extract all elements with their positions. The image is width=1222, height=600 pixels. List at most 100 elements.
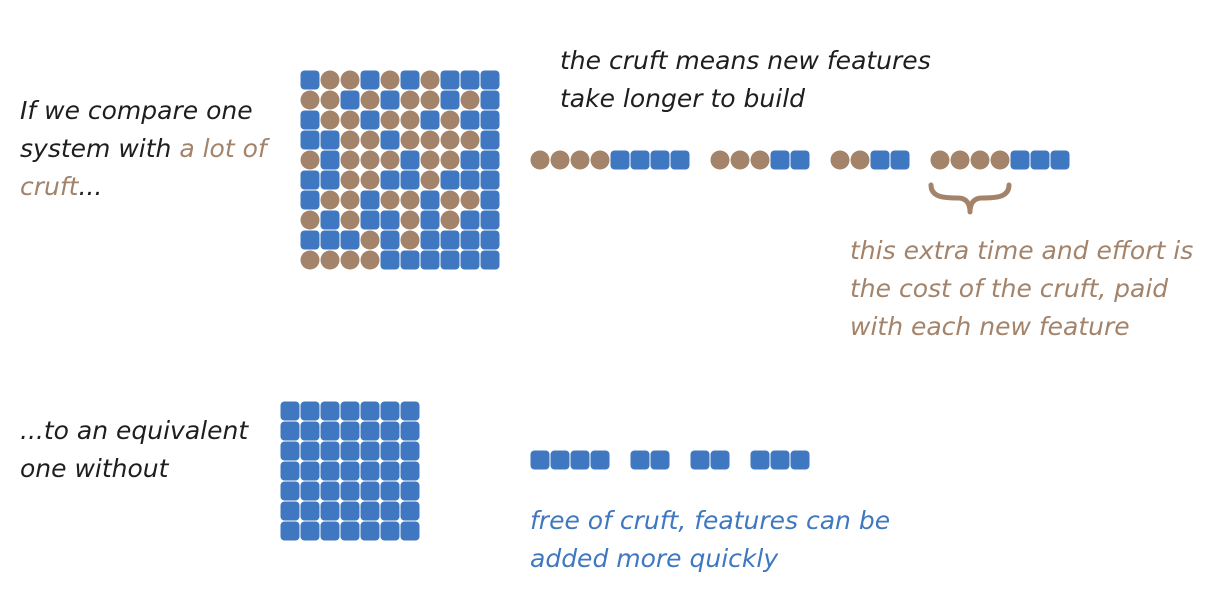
code-cell xyxy=(460,150,480,170)
cruft-cost-note-line3: with each new feature xyxy=(850,312,1130,341)
code-cell xyxy=(360,441,380,461)
code-cell xyxy=(320,501,340,521)
cruft-cell xyxy=(400,130,420,150)
code-cell xyxy=(340,461,360,481)
feature-cruft-unit xyxy=(730,150,750,170)
clean-system-grid xyxy=(280,401,420,541)
cruft-cell xyxy=(440,130,460,150)
cruft-cell xyxy=(440,150,460,170)
cruft-cell xyxy=(360,150,380,170)
code-cell xyxy=(440,250,460,270)
crufty-system-caption: If we compare one system with a lot of c… xyxy=(20,92,267,206)
code-cell xyxy=(440,70,460,90)
code-cell xyxy=(360,110,380,130)
code-cell xyxy=(280,481,300,501)
feature-cruft-unit xyxy=(570,150,590,170)
code-cell xyxy=(300,481,320,501)
code-cell xyxy=(400,501,420,521)
feature-code-unit xyxy=(750,450,770,470)
feature-code-unit xyxy=(630,450,650,470)
cruft-cell xyxy=(340,190,360,210)
code-cell xyxy=(480,90,500,110)
cruft-cell xyxy=(320,190,340,210)
crufty-caption-line1: If we compare one xyxy=(20,96,253,125)
feature-code-unit xyxy=(650,150,670,170)
code-cell xyxy=(300,170,320,190)
cruft-cell xyxy=(440,110,460,130)
code-cell xyxy=(460,210,480,230)
cruft-cell xyxy=(320,90,340,110)
feature-code-unit xyxy=(710,450,730,470)
code-cell xyxy=(280,401,300,421)
feature-code-unit xyxy=(790,450,810,470)
code-cell xyxy=(300,130,320,150)
code-cell xyxy=(440,90,460,110)
cruft-cell xyxy=(360,90,380,110)
feature-code-unit xyxy=(610,150,630,170)
cruft-cell xyxy=(420,170,440,190)
code-cell xyxy=(380,250,400,270)
code-cell xyxy=(360,401,380,421)
code-cell xyxy=(380,521,400,541)
code-cell xyxy=(380,401,400,421)
code-cell xyxy=(360,190,380,210)
code-cell xyxy=(420,110,440,130)
cruft-cost-note-line1: this extra time and effort is xyxy=(850,236,1194,265)
code-cell xyxy=(380,90,400,110)
code-cell xyxy=(320,521,340,541)
code-cell xyxy=(340,521,360,541)
code-cell xyxy=(300,501,320,521)
cruft-cell xyxy=(460,130,480,150)
cruft-cost-note: this extra time and effort is the cost o… xyxy=(850,232,1193,346)
feature-code-unit xyxy=(630,150,650,170)
code-cell xyxy=(320,170,340,190)
code-cell xyxy=(400,150,420,170)
crufty-caption-line2: system with xyxy=(20,134,180,163)
code-cell xyxy=(320,421,340,441)
code-cell xyxy=(340,481,360,501)
code-cell xyxy=(280,421,300,441)
cruft-cell xyxy=(420,90,440,110)
cruft-cell xyxy=(320,70,340,90)
code-cell xyxy=(480,230,500,250)
code-cell xyxy=(380,501,400,521)
code-cell xyxy=(380,441,400,461)
cruft-cell xyxy=(340,150,360,170)
code-cell xyxy=(480,170,500,190)
cruft-cell xyxy=(420,150,440,170)
code-cell xyxy=(320,441,340,461)
cruft-cell xyxy=(380,190,400,210)
code-cell xyxy=(380,210,400,230)
code-cell xyxy=(420,250,440,270)
feature-code-unit xyxy=(690,450,710,470)
code-cell xyxy=(400,481,420,501)
code-cell xyxy=(400,401,420,421)
code-cell xyxy=(360,421,380,441)
cruft-cell xyxy=(380,110,400,130)
code-cell xyxy=(280,441,300,461)
feature-cruft-unit xyxy=(710,150,730,170)
cruft-cell xyxy=(400,230,420,250)
cruft-cell xyxy=(300,150,320,170)
code-cell xyxy=(460,110,480,130)
feature-cruft-unit xyxy=(950,150,970,170)
cruft-cell xyxy=(380,70,400,90)
fast-features-note-line1: free of cruft, features can be xyxy=(530,506,891,535)
feature-code-unit xyxy=(530,450,550,470)
code-cell xyxy=(480,250,500,270)
cruft-cell xyxy=(400,110,420,130)
code-cell xyxy=(300,70,320,90)
code-cell xyxy=(340,421,360,441)
cruft-cell xyxy=(420,70,440,90)
fast-features-note-line2: added more quickly xyxy=(530,544,779,573)
cruft-cell xyxy=(300,210,320,230)
cruft-cell xyxy=(300,250,320,270)
code-cell xyxy=(460,70,480,90)
cruft-cell xyxy=(420,130,440,150)
code-cell xyxy=(460,250,480,270)
cruft-cell xyxy=(360,130,380,150)
feature-code-unit xyxy=(670,150,690,170)
feature-code-unit xyxy=(650,450,670,470)
code-cell xyxy=(380,170,400,190)
code-cell xyxy=(300,521,320,541)
